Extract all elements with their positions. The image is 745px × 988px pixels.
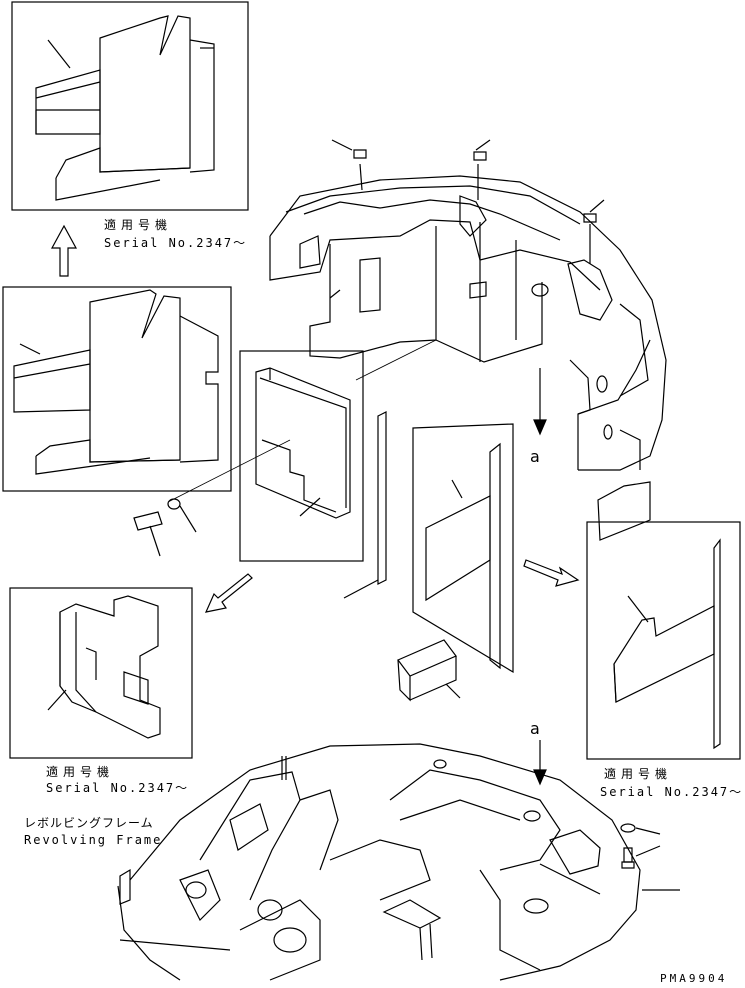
frame-label-jp: レボルビングフレーム (24, 816, 154, 830)
arrow-down-right-icon (523, 559, 580, 587)
serial-note-right-en: Serial No.2347～ (600, 785, 744, 799)
detail-box-mid-left (2, 286, 232, 492)
plate-part (397, 639, 461, 702)
detail-box-right (586, 521, 741, 760)
center-right-part-box (412, 423, 514, 674)
serial-note-top-left-en: Serial No.2347～ (104, 236, 248, 250)
detail-box-lower-left (9, 587, 193, 759)
center-part-box (239, 350, 364, 562)
bolt-icon (133, 439, 291, 557)
drawing-code: PMA9904 (660, 972, 728, 985)
view-marker-lower: a (530, 719, 540, 738)
detail-box-top-left (11, 1, 249, 211)
arrow-up-icon (50, 224, 78, 277)
serial-note-mid-left-jp: 適用号機 (46, 765, 115, 779)
arrow-down-left-icon (204, 573, 253, 613)
revolving-frame (117, 740, 680, 981)
counterweight-assembly (269, 139, 667, 541)
serial-note-top-left-jp: 適用号機 (104, 218, 173, 232)
view-marker-upper: a (530, 447, 540, 466)
serial-note-right-jp: 適用号機 (604, 767, 673, 781)
frame-label-en: Revolving Frame (24, 833, 163, 847)
strip-part (343, 411, 387, 599)
serial-note-mid-left-en: Serial No.2347～ (46, 781, 190, 795)
